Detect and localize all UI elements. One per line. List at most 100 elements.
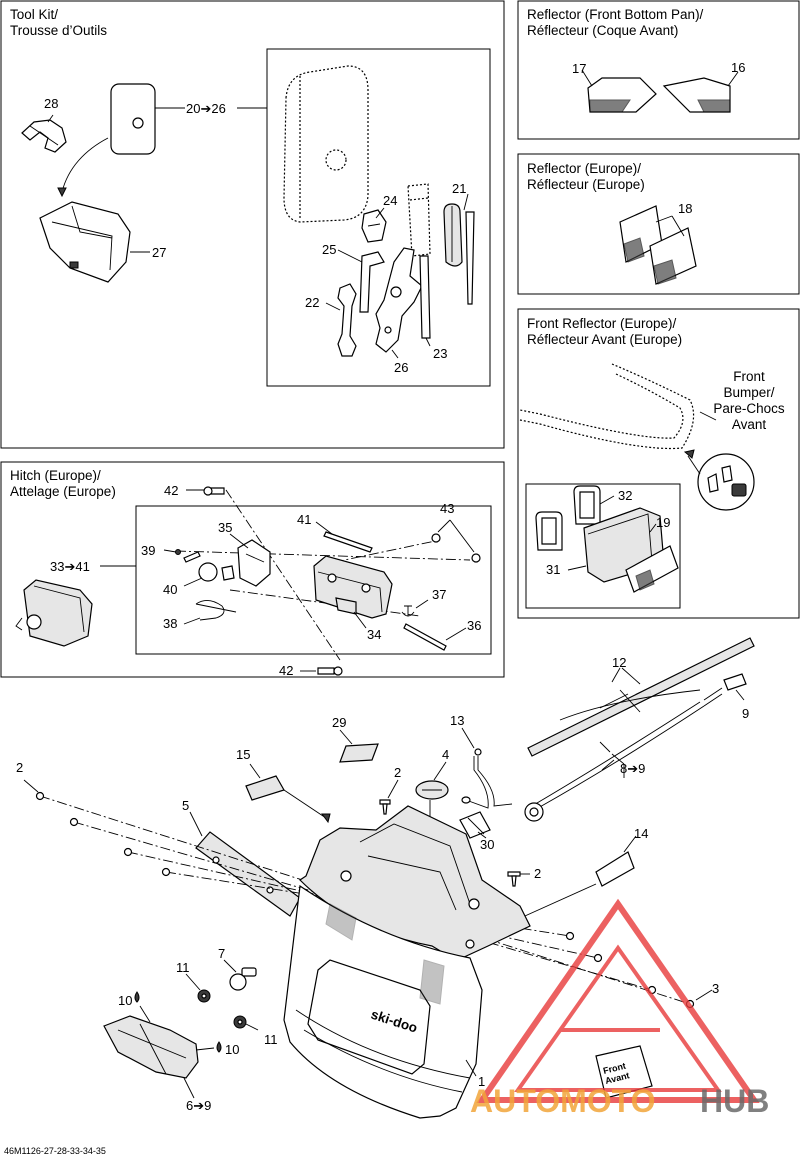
part-4-emblem <box>415 780 449 800</box>
part-8-9-connector <box>524 802 544 822</box>
hitch-title-fr: Attelage (Europe) <box>10 484 116 499</box>
diagram-code: 46M1126-27-28-33-34-35 <box>4 1146 106 1156</box>
hitch-contents-box <box>135 505 492 655</box>
reflector-europe-title-en: Reflector (Europe)/ <box>527 161 641 176</box>
label-39: 39 <box>141 543 155 558</box>
part-15-label <box>245 775 285 801</box>
reflector-contents-box <box>525 483 681 609</box>
part-35-latch <box>237 539 271 587</box>
label-2-left: 2 <box>16 760 23 775</box>
part-23-handle <box>419 255 431 339</box>
label-33-41: 33➔41 <box>50 559 90 574</box>
label-2-right: 2 <box>534 866 541 881</box>
part-17-reflector-left <box>587 77 657 113</box>
reflector-europe-panel <box>517 153 800 295</box>
reflector-europe-title-fr: Réflecteur (Europe) <box>527 177 645 192</box>
label-2-mid: 2 <box>394 765 401 780</box>
label-24: 24 <box>383 193 397 208</box>
label-37: 37 <box>432 587 446 602</box>
label-26: 26 <box>394 360 408 375</box>
part-20-26-pouch <box>57 83 267 198</box>
tool-kit-title-en: Tool Kit/ <box>10 7 58 22</box>
label-19: 19 <box>656 515 670 530</box>
part-38-pin-clip <box>195 600 237 621</box>
tool-pouch-large <box>283 65 369 223</box>
part-34-hitch-body <box>313 555 393 619</box>
label-10-left: 10 <box>118 993 132 1008</box>
part-27-holder <box>39 201 150 283</box>
part-1-front-pan <box>283 805 531 1119</box>
label-28: 28 <box>44 96 58 111</box>
part-36-pin-long <box>403 623 447 651</box>
part-bracket-left <box>535 511 563 551</box>
part-22-wrench <box>337 283 357 357</box>
tool-kit-panel <box>0 0 505 449</box>
bumper-label-4: Avant <box>732 417 767 432</box>
label-40: 40 <box>163 582 177 597</box>
bumper-label-3: Pare-Chocs <box>713 401 785 416</box>
tool-kit-contents-box <box>266 48 491 387</box>
harness-wire <box>531 673 747 809</box>
label-42-bottom: 42 <box>279 663 293 678</box>
label-43: 43 <box>440 501 454 516</box>
label-1: 1 <box>478 1074 485 1089</box>
part-29-label <box>339 743 379 763</box>
part-11-grommets <box>197 989 247 1029</box>
label-8-9: 8➔9 <box>620 761 645 776</box>
label-27: 27 <box>152 245 166 260</box>
label-22: 22 <box>305 295 319 310</box>
front-bumper <box>519 363 695 450</box>
part-40-knob <box>198 562 235 582</box>
part-33-41-hitch-assembly <box>15 579 93 647</box>
part-19-reflector-sticker <box>625 545 679 593</box>
label-3: 3 <box>712 981 719 996</box>
part-42-bolt-bottom <box>317 666 343 676</box>
label-34: 34 <box>367 627 381 642</box>
label-13: 13 <box>450 713 464 728</box>
part-26-multi-tool <box>375 247 423 353</box>
part-2-screws <box>379 799 521 887</box>
hitch-europe-panel <box>0 461 505 678</box>
part-12-strip <box>527 637 755 757</box>
watermark-text-automoto: AUTOMOTO <box>470 1083 655 1119</box>
label-21: 21 <box>452 181 466 196</box>
part-28-clip <box>21 114 67 153</box>
label-7: 7 <box>218 946 225 961</box>
part-front-sticker <box>595 1045 653 1099</box>
label-5: 5 <box>182 798 189 813</box>
hitch-title-en: Hitch (Europe)/ <box>10 468 101 483</box>
watermark-logo <box>476 898 760 1103</box>
part-21-screwdriver <box>443 203 475 305</box>
label-31: 31 <box>546 562 560 577</box>
label-42-top: 42 <box>164 483 178 498</box>
label-36: 36 <box>467 618 481 633</box>
drop-icon <box>216 1041 222 1053</box>
part-7-bulb <box>229 967 257 991</box>
bumper-label-1: Front <box>733 369 765 384</box>
part-16-reflector-right <box>662 77 731 113</box>
label-32: 32 <box>618 488 632 503</box>
part-39-screws <box>175 549 201 563</box>
part-43-nuts <box>431 533 481 563</box>
label-9: 9 <box>742 706 749 721</box>
watermark-text-hub: HUB <box>700 1083 769 1119</box>
label-15: 15 <box>236 747 250 762</box>
label-18: 18 <box>678 201 692 216</box>
front-reflector-europe-title-en: Front Reflector (Europe)/ <box>527 316 677 331</box>
part-18-reflectors <box>619 205 697 285</box>
part-24-clip <box>361 209 387 243</box>
part-25-hex-key <box>359 251 385 313</box>
reflector-front-bottom-title-en: Reflector (Front Bottom Pan)/ <box>527 7 704 22</box>
part-37-anchor <box>401 605 415 617</box>
front-reflector-europe-panel <box>517 308 800 619</box>
label-41: 41 <box>297 512 311 527</box>
part-42-bolt-top <box>203 486 225 496</box>
label-29: 29 <box>332 715 346 730</box>
label-25: 25 <box>322 242 336 257</box>
reflector-front-bottom-panel <box>517 0 800 140</box>
detail-reflector-small <box>707 465 747 497</box>
tool-kit-title-fr: Trousse d’Outils <box>10 23 107 38</box>
part-14-label <box>595 851 635 887</box>
part-41-pin <box>323 531 373 553</box>
